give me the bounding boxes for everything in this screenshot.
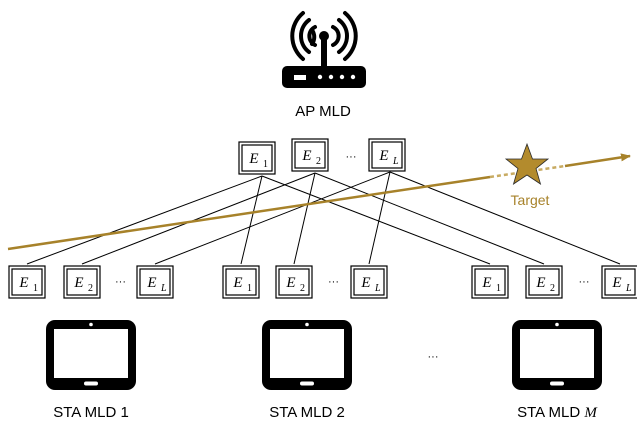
element-subscript: L — [374, 283, 381, 294]
tablet-icon — [262, 320, 352, 390]
element-subscript: 1 — [33, 283, 38, 294]
sta-mld-label: STA MLD 2 — [269, 404, 345, 421]
target: Target — [504, 142, 550, 208]
element-subscript: 1 — [247, 283, 252, 294]
element-name: E — [18, 275, 28, 291]
element-name: E — [73, 275, 83, 291]
tablet-icon — [46, 320, 136, 390]
element-subscript: 1 — [263, 159, 268, 170]
sta-elements-ellipsis: ··· — [115, 276, 126, 288]
tablet-icon — [512, 320, 602, 390]
sta-mld-label: STA MLD 1 — [53, 404, 129, 421]
sta-mld-label: STA MLD M — [517, 404, 598, 421]
element-name: E — [301, 148, 311, 164]
sta-mld-label-text: STA MLD — [269, 404, 332, 421]
link-line — [154, 171, 391, 265]
element-name: E — [248, 151, 258, 167]
element-name: E — [232, 275, 242, 291]
link-lines — [26, 171, 621, 265]
element-subscript: 2 — [316, 156, 321, 167]
element-subscript: L — [625, 283, 632, 294]
ap-mld-label: AP MLD — [295, 103, 351, 120]
element-name: E — [611, 275, 621, 291]
element-name: E — [481, 275, 491, 291]
link-line — [314, 172, 545, 265]
element-subscript: 2 — [300, 283, 305, 294]
element-name: E — [360, 275, 370, 291]
ap-elements-ellipsis: ··· — [346, 151, 357, 163]
sta-elements-ellipsis: ··· — [328, 276, 339, 288]
sta-mld-label-text: STA MLD — [53, 404, 116, 421]
wifi-router-icon — [282, 11, 366, 88]
link-line — [240, 175, 263, 265]
link-line — [26, 175, 263, 265]
target-label: Target — [511, 192, 550, 208]
element-name: E — [378, 148, 388, 164]
element-subscript: 2 — [550, 283, 555, 294]
element-name: E — [535, 275, 545, 291]
element-subscript: L — [392, 156, 399, 167]
link-line — [81, 172, 316, 265]
element-name: E — [285, 275, 295, 291]
sta-mld-label-text: STA MLD — [517, 404, 580, 421]
sta-mld-label-index: 2 — [336, 404, 344, 421]
sta-mld-label-index: 1 — [120, 404, 128, 421]
station-devices — [46, 320, 602, 390]
ap-mld: AP MLD — [282, 11, 366, 120]
sta-mld-label-index: M — [583, 405, 598, 421]
link-line — [293, 172, 316, 265]
element-subscript: 2 — [88, 283, 93, 294]
star-icon — [504, 142, 550, 185]
sta-elements-ellipsis: ··· — [579, 276, 590, 288]
stations-ellipsis: ··· — [428, 351, 439, 363]
element-name: E — [146, 275, 156, 291]
element-subscript: 1 — [496, 283, 501, 294]
link-line — [368, 171, 391, 265]
link-line — [261, 175, 491, 265]
element-subscript: L — [160, 283, 167, 294]
